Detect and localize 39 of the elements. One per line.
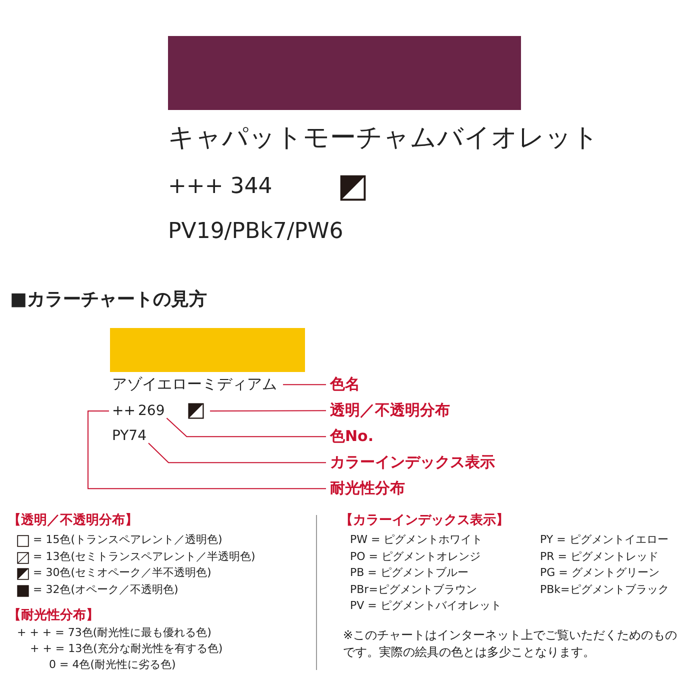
color-name-text: アゾイエローミディアム xyxy=(112,376,277,394)
legend-heading: 【カラーインデックス表示】 xyxy=(340,514,509,529)
legend-text: = 30色(セミオペーク／半不透明色) xyxy=(33,567,212,580)
legend-text: PY = ピグメントイエロー xyxy=(540,534,668,547)
paint-name: キャパットモーチャムバイオレット xyxy=(168,124,599,154)
legend-text: PV = ピグメントバイオレット xyxy=(350,600,502,613)
callout-label: 透明／不透明分布 xyxy=(330,402,450,420)
leader-line xyxy=(148,442,326,464)
half-filled-square-icon xyxy=(188,403,204,419)
legend-text: = 32色(オペーク／不透明色) xyxy=(33,584,178,596)
color-number: 269 xyxy=(138,403,165,420)
legend-text: PBk=ピグメントブラック xyxy=(540,584,669,597)
leader-line xyxy=(282,384,326,386)
note-text: ※このチャートはインターネット上でご覧いただくためのものです。実際の絵具の色とは多少ことなります。 xyxy=(343,627,678,662)
legend-heading: 【透明／不透明分布】 xyxy=(8,514,138,529)
legend-text: 0 = 4色(耐光性に劣る色) xyxy=(49,659,176,672)
legend-text: = 13色(セミトランスペアレント／半透明色) xyxy=(33,550,256,564)
callout-label: カラーインデックス表示 xyxy=(330,454,495,472)
legend-text: PO = ピグメントオレンジ xyxy=(350,551,481,564)
color-index-code: PY74 xyxy=(112,428,147,444)
legend-text: PR = ピグメントレッド xyxy=(540,551,658,564)
legend-text: PG = グメントグリーン xyxy=(540,567,660,580)
legend-text: + + = 13色(充分な耐光性を有する色) xyxy=(30,643,223,656)
legend-text: PB = ピグメントブルー xyxy=(350,567,468,580)
section-heading: ■カラーチャートの見方 xyxy=(10,290,208,311)
legend-text: = 15色(トランスペアレント／透明色) xyxy=(33,534,222,547)
leader-line xyxy=(166,418,326,438)
callout-label: 色名 xyxy=(330,376,360,394)
callout-label: 耐光性分布 xyxy=(330,480,405,498)
legend-text: PBr=ピグメントブラウン xyxy=(350,584,477,597)
legend-text: + + + = 73色(耐光性に最も優れる色) xyxy=(17,627,212,640)
legend-text: PW = ピグメントホワイト xyxy=(350,534,483,547)
lightfastness-mark: ++ xyxy=(112,403,136,420)
leader-line xyxy=(88,410,326,490)
pigment-code: PV19/PBk7/PW6 xyxy=(168,219,344,244)
paint-code: +++ 344 xyxy=(168,174,272,200)
legend-heading: 【耐光性分布】 xyxy=(8,609,99,624)
leader-line xyxy=(210,410,326,412)
callout-label: 色No. xyxy=(330,428,374,446)
